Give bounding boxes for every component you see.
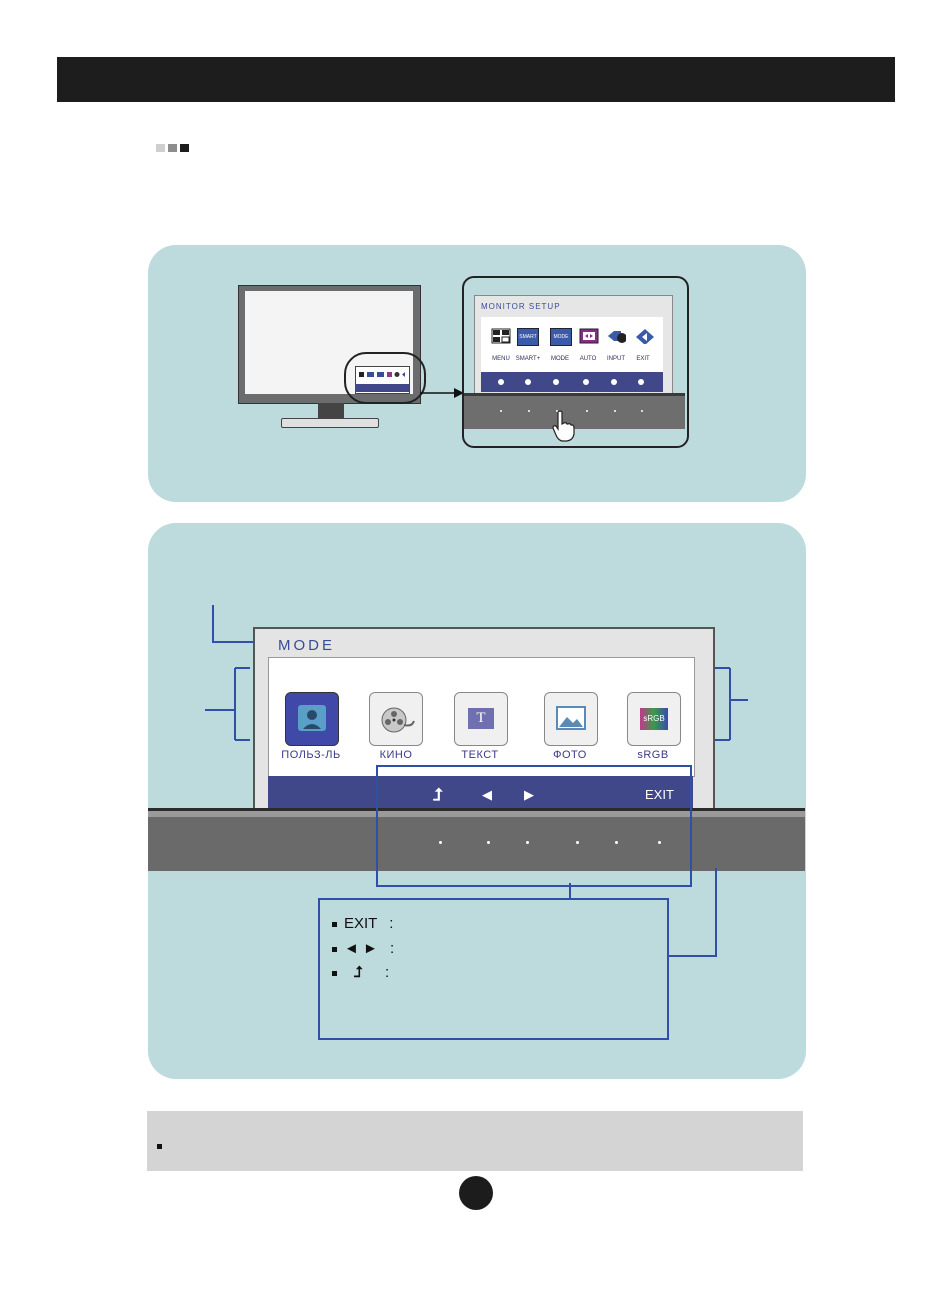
note-box (147, 1111, 803, 1171)
user-icon (298, 705, 326, 731)
osd-label-exit: EXIT (636, 356, 650, 362)
right-arrow-icon[interactable]: ▶ (524, 787, 534, 802)
square-bullet-mid (168, 144, 177, 152)
tile-label-srgb: sRGB (637, 749, 669, 761)
zoom-ring (344, 352, 426, 404)
bezel-button[interactable] (576, 841, 579, 844)
monitor-base (281, 418, 379, 428)
osd-dot (638, 379, 644, 385)
bezel-button[interactable] (439, 841, 442, 844)
tile-user[interactable] (285, 692, 339, 746)
mini-osd-bar (355, 384, 409, 392)
osd-label-auto: AUTO (579, 356, 597, 362)
osd-mode-title: MODE (278, 637, 335, 654)
srgb-icon: sRGB (640, 708, 668, 730)
exit-button[interactable]: EXIT (645, 787, 674, 802)
bezel-button[interactable] (487, 841, 490, 844)
button-callout-box (376, 765, 692, 887)
bezel-button[interactable] (586, 410, 588, 412)
callout-lines (205, 605, 748, 957)
osd-dot (611, 379, 617, 385)
input-icon[interactable] (606, 328, 626, 344)
osd-label-smart: SMART+ (515, 356, 541, 362)
legend-row-arrows: ◄ ► : (332, 940, 394, 957)
header-bar (57, 57, 895, 102)
note-bullet (157, 1144, 162, 1149)
up-arrow-icon[interactable]: ⮥ (433, 785, 444, 804)
tile-label-photo: ФОТО (553, 749, 587, 761)
square-bullet-dark (180, 144, 189, 152)
bezel-strip (148, 811, 805, 817)
exit-icon[interactable] (635, 328, 655, 344)
legend-box (318, 898, 669, 1040)
osd-label-input: INPUT (607, 356, 625, 362)
hand-pointer-icon (552, 410, 575, 442)
osd-label-menu: MENU (492, 356, 510, 362)
bezel-button[interactable] (658, 841, 661, 844)
legend-key-arrows: ◄ ► (344, 940, 378, 957)
mode-icon[interactable]: MODE (550, 328, 572, 346)
arrow-right-icon (420, 388, 464, 398)
bezel-button[interactable] (526, 841, 529, 844)
tile-srgb[interactable]: sRGB (627, 692, 681, 746)
bezel-button[interactable] (528, 410, 530, 412)
auto-icon[interactable] (579, 328, 599, 344)
legend-sep: : (390, 940, 395, 957)
osd-mode-button-bar (268, 776, 693, 810)
legend-key-up: ⮥ (354, 964, 363, 981)
smart-icon[interactable]: SMART (517, 328, 539, 346)
tile-cinema[interactable] (369, 692, 423, 746)
bezel-button[interactable] (614, 410, 616, 412)
left-arrow-icon[interactable]: ◀ (482, 787, 492, 802)
tile-label-cinema: КИНО (379, 749, 413, 761)
monitor-bezel-large (148, 808, 805, 871)
monitor-neck (318, 403, 344, 418)
square-bullet-light (156, 144, 165, 152)
osd-setup-title: MONITOR SETUP (481, 302, 561, 311)
osd-dot (498, 379, 504, 385)
tile-photo[interactable] (544, 692, 598, 746)
osd-dot (583, 379, 589, 385)
bezel-button[interactable] (615, 841, 618, 844)
legend-row-exit: EXIT : (332, 915, 393, 932)
tile-text[interactable]: T (454, 692, 508, 746)
page-number-badge (459, 1176, 493, 1210)
osd-dot (553, 379, 559, 385)
legend-sep: : (389, 915, 394, 932)
legend-key-exit: EXIT (344, 915, 378, 932)
film-reel-icon (381, 707, 415, 733)
osd-setup-button-bar (481, 372, 663, 392)
photo-icon (556, 706, 586, 730)
bezel-button[interactable] (500, 410, 502, 412)
bezel-button[interactable] (556, 410, 558, 412)
menu-grid-icon[interactable] (491, 328, 511, 344)
bezel-button[interactable] (641, 410, 643, 412)
legend-sep: : (385, 964, 390, 981)
tile-label-text: ТЕКСТ (461, 749, 499, 761)
tile-label-user: ПОЛЬЗ-ЛЬ (281, 749, 341, 761)
osd-label-mode: MODE (551, 356, 569, 362)
text-icon: T (468, 708, 494, 729)
legend-row-up: ⮥ : (332, 964, 389, 981)
osd-dot (525, 379, 531, 385)
